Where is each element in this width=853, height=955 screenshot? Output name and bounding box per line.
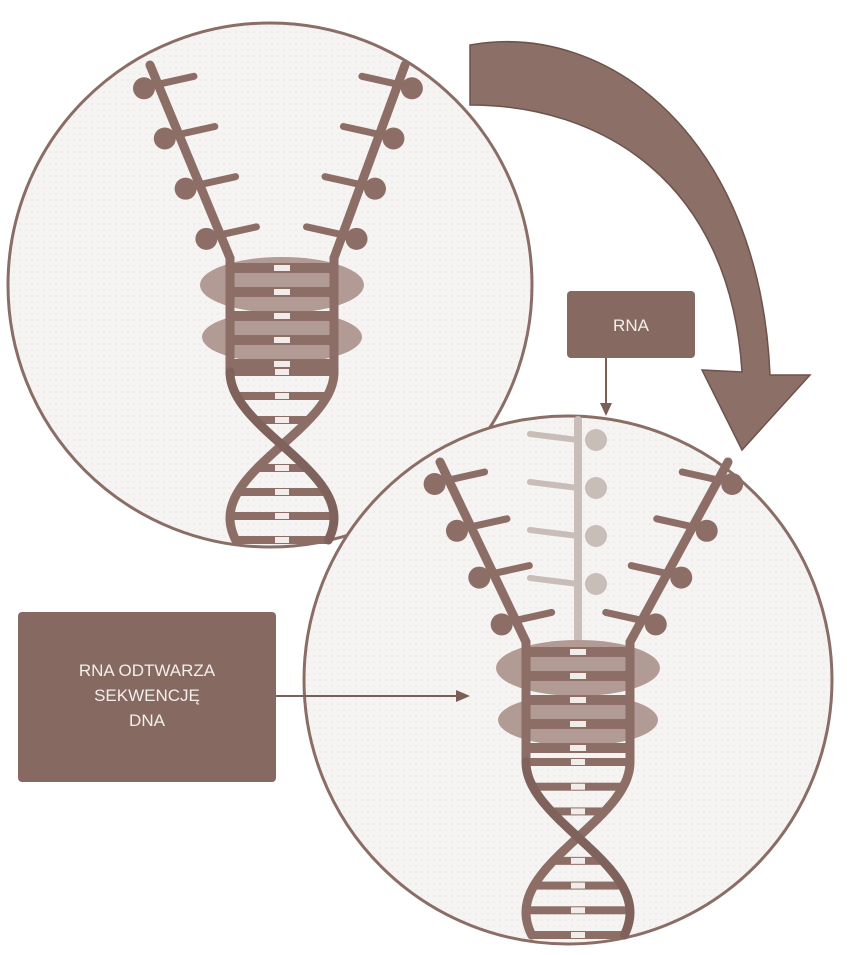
rna-replicates-line-2: SEKWENCJĘ [94, 686, 200, 705]
rna-pointer-arrowhead [600, 403, 612, 416]
base-pair-highlight [571, 784, 585, 790]
rna-knob [585, 477, 607, 499]
right-arm-knob [346, 228, 368, 250]
base-pair-highlight [274, 337, 290, 343]
base-pair-highlight [275, 513, 289, 519]
rna-knob [585, 573, 607, 595]
base-pair-highlight [571, 808, 585, 814]
right-arm-knob [645, 613, 667, 635]
base-pair-highlight [274, 289, 290, 295]
base-pair-highlight [570, 721, 586, 727]
base-pair-highlight [570, 697, 586, 703]
left-arm-knob [175, 178, 197, 200]
right-arm-knob [696, 520, 718, 542]
left-arm-knob [195, 228, 217, 250]
rna-knob [585, 429, 607, 451]
base-pair-highlight [571, 858, 585, 864]
rna-label-text: RNA [613, 316, 650, 335]
base-pair-highlight [570, 745, 586, 751]
left-arm-knob [446, 520, 468, 542]
rna-replicates-line-1: RNA ODTWARZA [79, 661, 216, 680]
base-pair-highlight [274, 265, 290, 271]
rna-label: RNA [567, 291, 695, 416]
base-pair-highlight [571, 932, 585, 938]
base-pair-highlight [275, 393, 289, 399]
base-pair-highlight [275, 537, 289, 543]
base-pair-highlight [571, 883, 585, 889]
base-pair-highlight [275, 489, 289, 495]
base-pair-highlight [275, 417, 289, 423]
right-arm-knob [364, 178, 386, 200]
rna-replicates-line-3: DNA [129, 711, 166, 730]
left-arm-knob [133, 77, 155, 99]
base-pair-highlight [275, 465, 289, 471]
right-arm-knob [382, 127, 404, 149]
base-pair-highlight [571, 759, 585, 765]
rna-knob [585, 525, 607, 547]
left-arm-knob [491, 613, 513, 635]
base-pair-highlight [274, 361, 290, 367]
base-pair-highlight [570, 649, 586, 655]
right-arm-knob [401, 77, 423, 99]
left-arm-knob [424, 473, 446, 495]
base-pair-highlight [571, 907, 585, 913]
left-arm-knob [154, 127, 176, 149]
right-arm-knob [721, 473, 743, 495]
base-pair-highlight [570, 673, 586, 679]
left-arm-knob [468, 567, 490, 589]
right-arm-knob [670, 567, 692, 589]
base-pair-highlight [275, 369, 289, 375]
base-pair-highlight [274, 313, 290, 319]
